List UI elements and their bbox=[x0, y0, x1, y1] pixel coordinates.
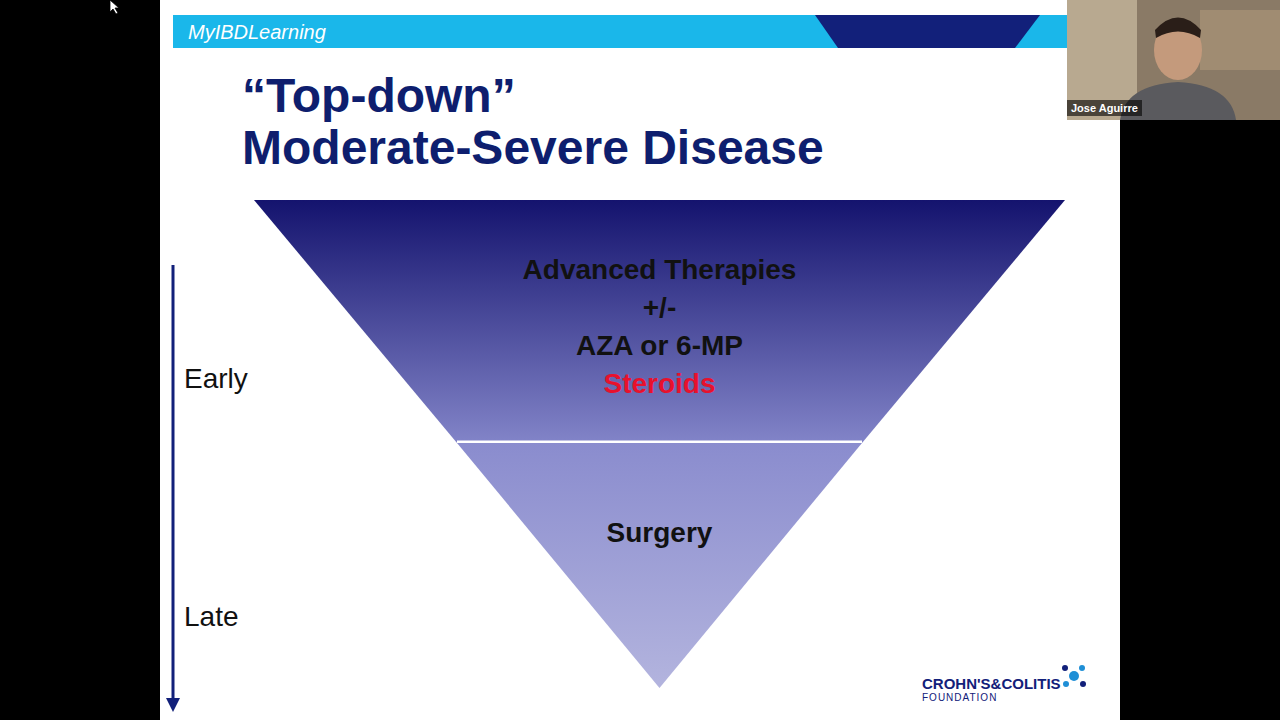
surgery-band: Surgery bbox=[457, 443, 862, 688]
band-text: Surgery bbox=[607, 514, 713, 552]
band-text-stack: Advanced Therapies+/-AZA or 6-MPSteroids bbox=[254, 251, 1065, 403]
axis-label: Early bbox=[184, 362, 248, 396]
time-arrow-head bbox=[166, 698, 180, 712]
band-text: +/- bbox=[643, 289, 676, 327]
header-accent bbox=[815, 15, 1040, 48]
band-text-stack: Surgery bbox=[457, 514, 862, 552]
header-brand: MyIBDLearning bbox=[188, 20, 326, 44]
logo-text: FOUNDATION bbox=[922, 692, 997, 704]
band-text: Steroids bbox=[603, 365, 715, 403]
header-bar bbox=[173, 15, 1120, 48]
band-text: AZA or 6-MP bbox=[576, 327, 743, 365]
foundation-logo-icon bbox=[1062, 665, 1086, 687]
axis-label: Late bbox=[184, 600, 239, 634]
slide-area bbox=[160, 0, 1120, 720]
slide-title: “Top-down” Moderate-Severe Disease bbox=[242, 70, 882, 174]
band-text: Advanced Therapies bbox=[523, 251, 797, 289]
time-arrow bbox=[172, 265, 175, 700]
video-thumbnail bbox=[1067, 0, 1280, 120]
band-shape bbox=[457, 443, 862, 688]
mouse-cursor bbox=[110, 0, 119, 14]
participant-name: Jose Aguirre bbox=[1067, 100, 1142, 116]
therapy-band: Advanced Therapies+/-AZA or 6-MPSteroids bbox=[254, 200, 1065, 443]
logo-text: CROHN'S&COLITIS bbox=[922, 675, 1061, 693]
